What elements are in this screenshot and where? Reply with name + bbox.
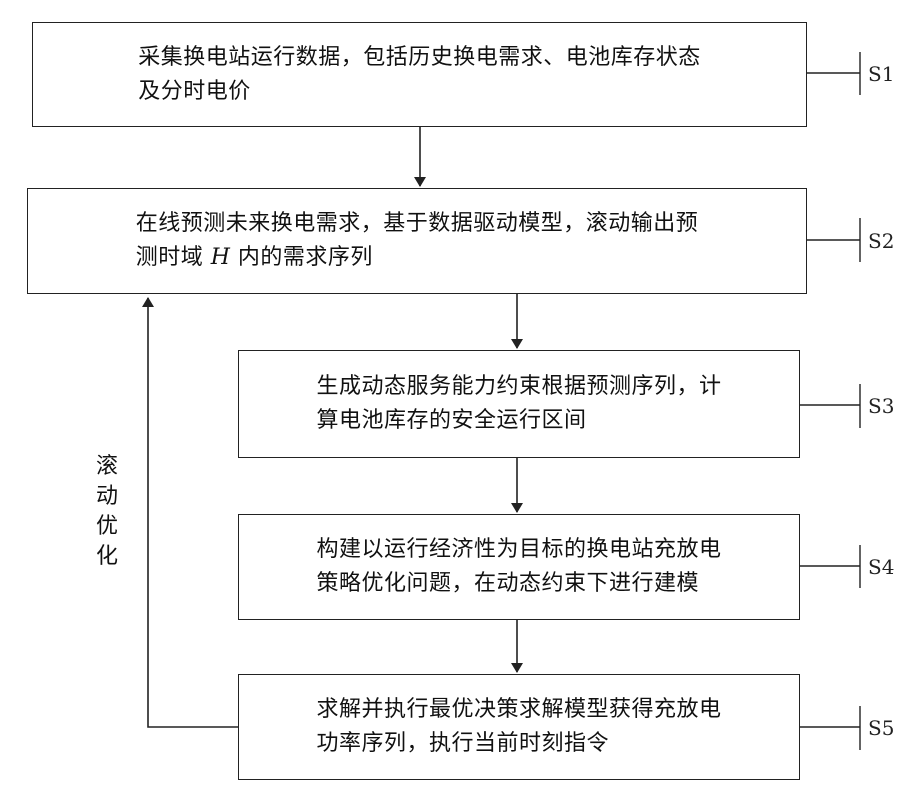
horizon-variable: H [211, 245, 231, 270]
step-s5-line-2: 功率序列，执行当前时刻指令 [316, 727, 721, 761]
step-s3-box: 生成动态服务能力约束根据预测序列，计 算电池库存的安全运行区间 [238, 350, 800, 458]
loop-char-1: 滚 [92, 452, 122, 482]
feedback-loop-line [148, 298, 238, 727]
step-s4-line-1: 构建以运行经济性为目标的换电站充放电 [316, 533, 721, 567]
step-s4-label: S4 [868, 555, 894, 579]
step-s2-line-2-pre: 测时域 [136, 245, 211, 270]
step-s1-label: S1 [868, 62, 894, 86]
step-s5-label: S5 [868, 716, 894, 740]
loop-char-4: 化 [92, 542, 122, 572]
step-s3-line-2: 算电池库存的安全运行区间 [316, 404, 721, 438]
loop-char-2: 动 [92, 482, 122, 512]
step-s2-line-2-post: 内的需求序列 [230, 245, 373, 270]
step-s5-text: 求解并执行最优决策求解模型获得充放电 功率序列，执行当前时刻指令 [316, 693, 721, 761]
step-s1-box: 采集换电站运行数据，包括历史换电需求、电池库存状态 及分时电价 [32, 22, 807, 127]
step-s4-box: 构建以运行经济性为目标的换电站充放电 策略优化问题，在动态约束下进行建模 [238, 514, 800, 620]
step-label-leaders [800, 52, 860, 750]
step-s3-text: 生成动态服务能力约束根据预测序列，计 算电池库存的安全运行区间 [316, 370, 721, 438]
step-s5-box: 求解并执行最优决策求解模型获得充放电 功率序列，执行当前时刻指令 [238, 674, 800, 780]
step-s3-label: S3 [868, 394, 894, 418]
step-s1-line-1: 采集换电站运行数据，包括历史换电需求、电池库存状态 [138, 41, 701, 75]
step-s2-line-2: 测时域 H 内的需求序列 [136, 241, 699, 275]
step-s5-line-1: 求解并执行最优决策求解模型获得充放电 [316, 693, 721, 727]
rolling-optimization-label: 滚 动 优 化 [92, 452, 122, 572]
step-s4-text: 构建以运行经济性为目标的换电站充放电 策略优化问题，在动态约束下进行建模 [316, 533, 721, 601]
loop-char-3: 优 [92, 512, 122, 542]
step-s3-line-1: 生成动态服务能力约束根据预测序列，计 [316, 370, 721, 404]
step-s2-line-1: 在线预测未来换电需求，基于数据驱动模型，滚动输出预 [136, 207, 699, 241]
step-s1-line-2: 及分时电价 [138, 75, 701, 109]
step-s1-text: 采集换电站运行数据，包括历史换电需求、电池库存状态 及分时电价 [138, 41, 701, 109]
step-s2-text: 在线预测未来换电需求，基于数据驱动模型，滚动输出预 测时域 H 内的需求序列 [136, 207, 699, 275]
step-s4-line-2: 策略优化问题，在动态约束下进行建模 [316, 567, 721, 601]
step-s2-label: S2 [868, 229, 894, 253]
step-s2-box: 在线预测未来换电需求，基于数据驱动模型，滚动输出预 测时域 H 内的需求序列 [27, 188, 807, 294]
